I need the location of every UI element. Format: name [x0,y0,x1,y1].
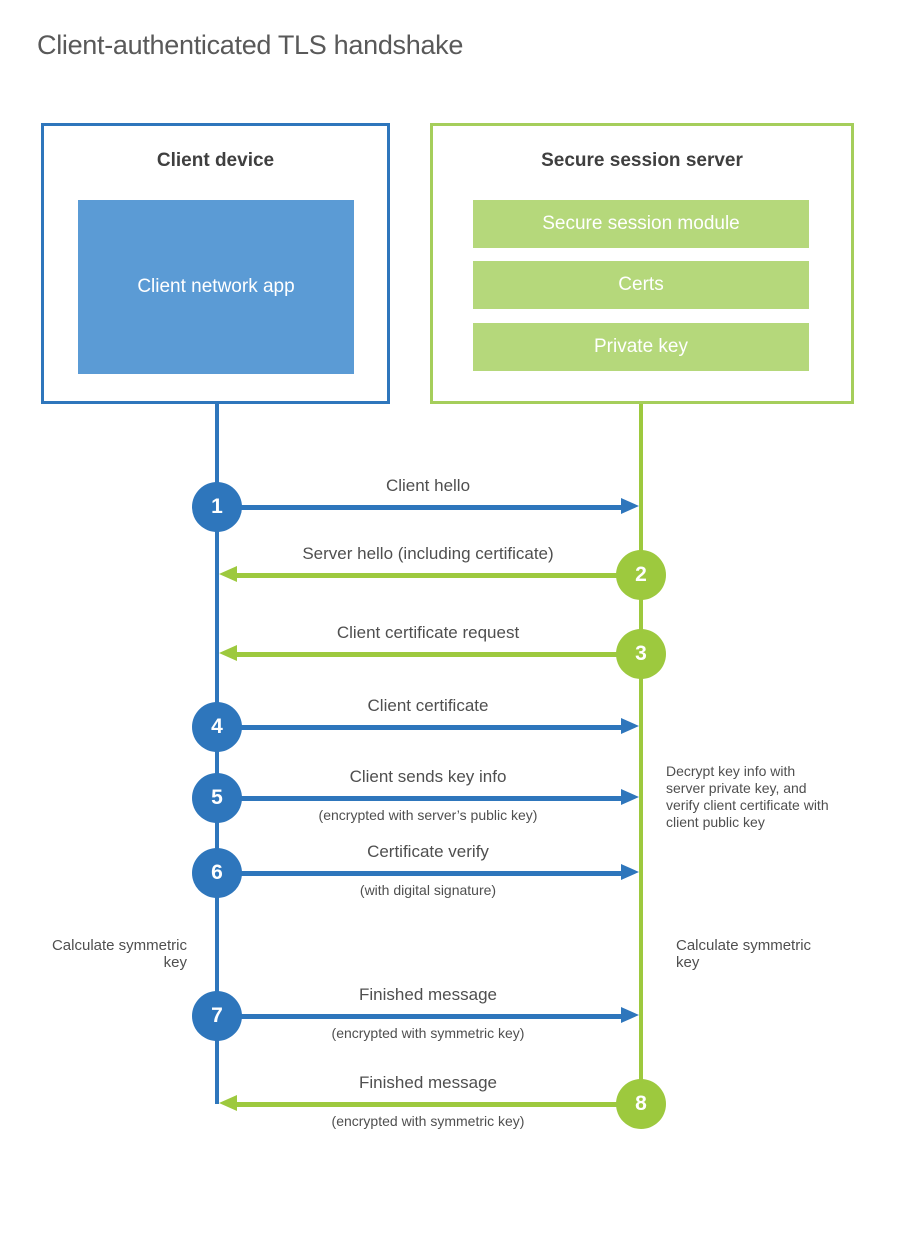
arrow-shaft [217,505,625,510]
message-label: Finished message [359,985,497,1004]
server-module-secure-session: Secure session module [473,200,809,248]
step-number-badge: 8 [616,1079,666,1129]
step-number-badge: 4 [192,702,242,752]
arrow-shaft [233,573,641,578]
arrowhead-right-icon [621,789,639,805]
message-label: Client certificate [367,696,489,715]
arrow-shaft [217,1014,625,1019]
step-number-badge: 1 [192,482,242,532]
arrow-shaft [217,796,625,801]
step-number-badge: 6 [192,848,242,898]
server-box: Secure session server Secure session mod… [430,123,854,404]
step-number-badge: 5 [192,773,242,823]
page-title: Client-authenticated TLS handshake [37,30,464,60]
message-label: Client sends key info [349,767,507,786]
arrowhead-left-icon [219,566,237,582]
decrypt-note: Decrypt key info with server private key… [666,763,829,830]
server-title: Secure session server [541,150,743,171]
message-label: Client certificate request [336,623,520,642]
client-device-title: Client device [156,150,275,171]
step-number-badge: 2 [616,550,666,600]
server-module-private-key: Private key [473,323,809,371]
message-label: Finished message [359,1073,497,1092]
arrowhead-right-icon [621,864,639,880]
arrow-shaft [217,871,625,876]
arrowhead-left-icon [219,1095,237,1111]
message-label: Client hello [385,476,471,495]
message-sublabel: (with digital signature) [359,882,497,898]
step-number-badge: 7 [192,991,242,1041]
client-lifeline [215,404,219,1104]
message-label: Certificate verify [367,842,489,861]
arrowhead-right-icon [621,718,639,734]
server-lifeline [639,404,643,1126]
arrow-shaft [217,725,625,730]
calculate-symmetric-key-note-server: Calculate symmetric key [676,937,812,971]
client-network-app-label: Client network app [137,276,295,297]
arrow-shaft [233,652,641,657]
step-number-badge: 3 [616,629,666,679]
server-module-certs: Certs [473,261,809,309]
calculate-symmetric-key-note-client: Calculate symmetric key [51,937,187,971]
arrow-shaft [233,1102,641,1107]
client-device-box: Client device Client network app [41,123,390,404]
arrowhead-left-icon [219,645,237,661]
message-label: Server hello (including certificate) [302,544,554,563]
arrowhead-right-icon [621,498,639,514]
arrowhead-right-icon [621,1007,639,1023]
message-sublabel: (encrypted with symmetric key) [331,1025,525,1041]
message-sublabel: (encrypted with server’s public key) [318,807,538,823]
client-network-app-box: Client network app [78,200,354,374]
message-sublabel: (encrypted with symmetric key) [331,1113,525,1129]
